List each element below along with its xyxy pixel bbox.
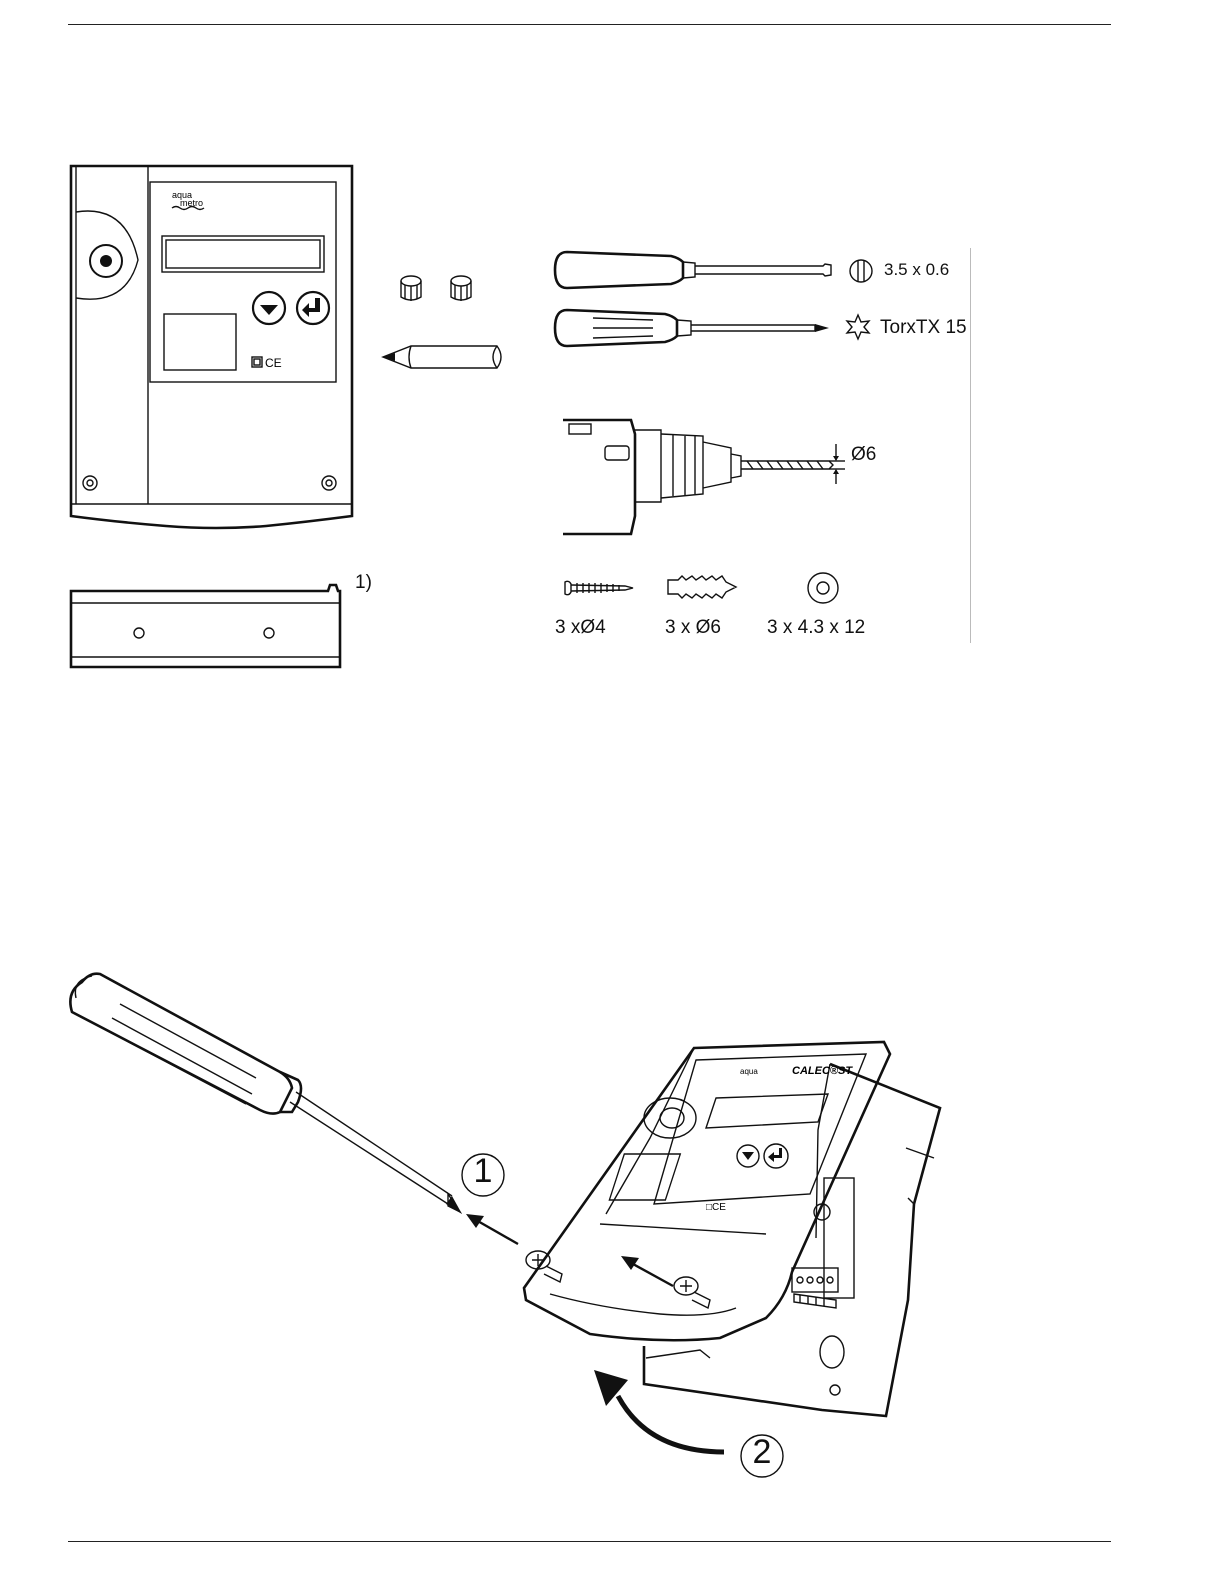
slotted-screw-head-icon (848, 258, 874, 284)
rotation-arrow-icon (588, 1366, 728, 1462)
frame-divider (970, 248, 971, 643)
bottom-rule (68, 1541, 1111, 1542)
drill-bit-label: Ø6 (851, 444, 876, 466)
washer-icon (805, 570, 841, 606)
pencil-icon (381, 344, 509, 370)
slotted-size-label: 3.5 x 0.6 (884, 260, 949, 280)
wall-plug-icon (666, 574, 738, 600)
step1-label: 1 (470, 1152, 496, 1191)
calculator-front-icon: aqua metro CE (66, 160, 361, 530)
wall-plug-label: 3 x Ø6 (665, 617, 721, 639)
screw-icon (563, 578, 635, 598)
cable-gland-icon (397, 273, 477, 307)
svg-text:□CE: □CE (706, 1202, 726, 1213)
step2-label: 2 (749, 1433, 775, 1472)
footnote-marker: 1) (355, 572, 372, 594)
torx-size-label: TorxTX 15 (880, 317, 967, 339)
washer-label: 3 x 4.3 x 12 (767, 617, 865, 639)
drill-icon (561, 416, 846, 538)
torx-star-icon (844, 313, 872, 341)
opened-calculator-icon: aqua CALEC®ST □CE (510, 1038, 950, 1428)
svg-text:aqua: aqua (740, 1067, 758, 1076)
svg-text:CALEC®ST: CALEC®ST (792, 1065, 853, 1077)
slotted-screwdriver-icon (553, 248, 843, 292)
screw-label: 3 xØ4 (555, 617, 606, 639)
svg-text:CE: CE (265, 356, 282, 370)
din-rail-icon (68, 583, 348, 671)
torx-screwdriver-icon (553, 306, 843, 350)
torx-screwdriver-icon (60, 968, 480, 1228)
top-rule (68, 24, 1111, 25)
